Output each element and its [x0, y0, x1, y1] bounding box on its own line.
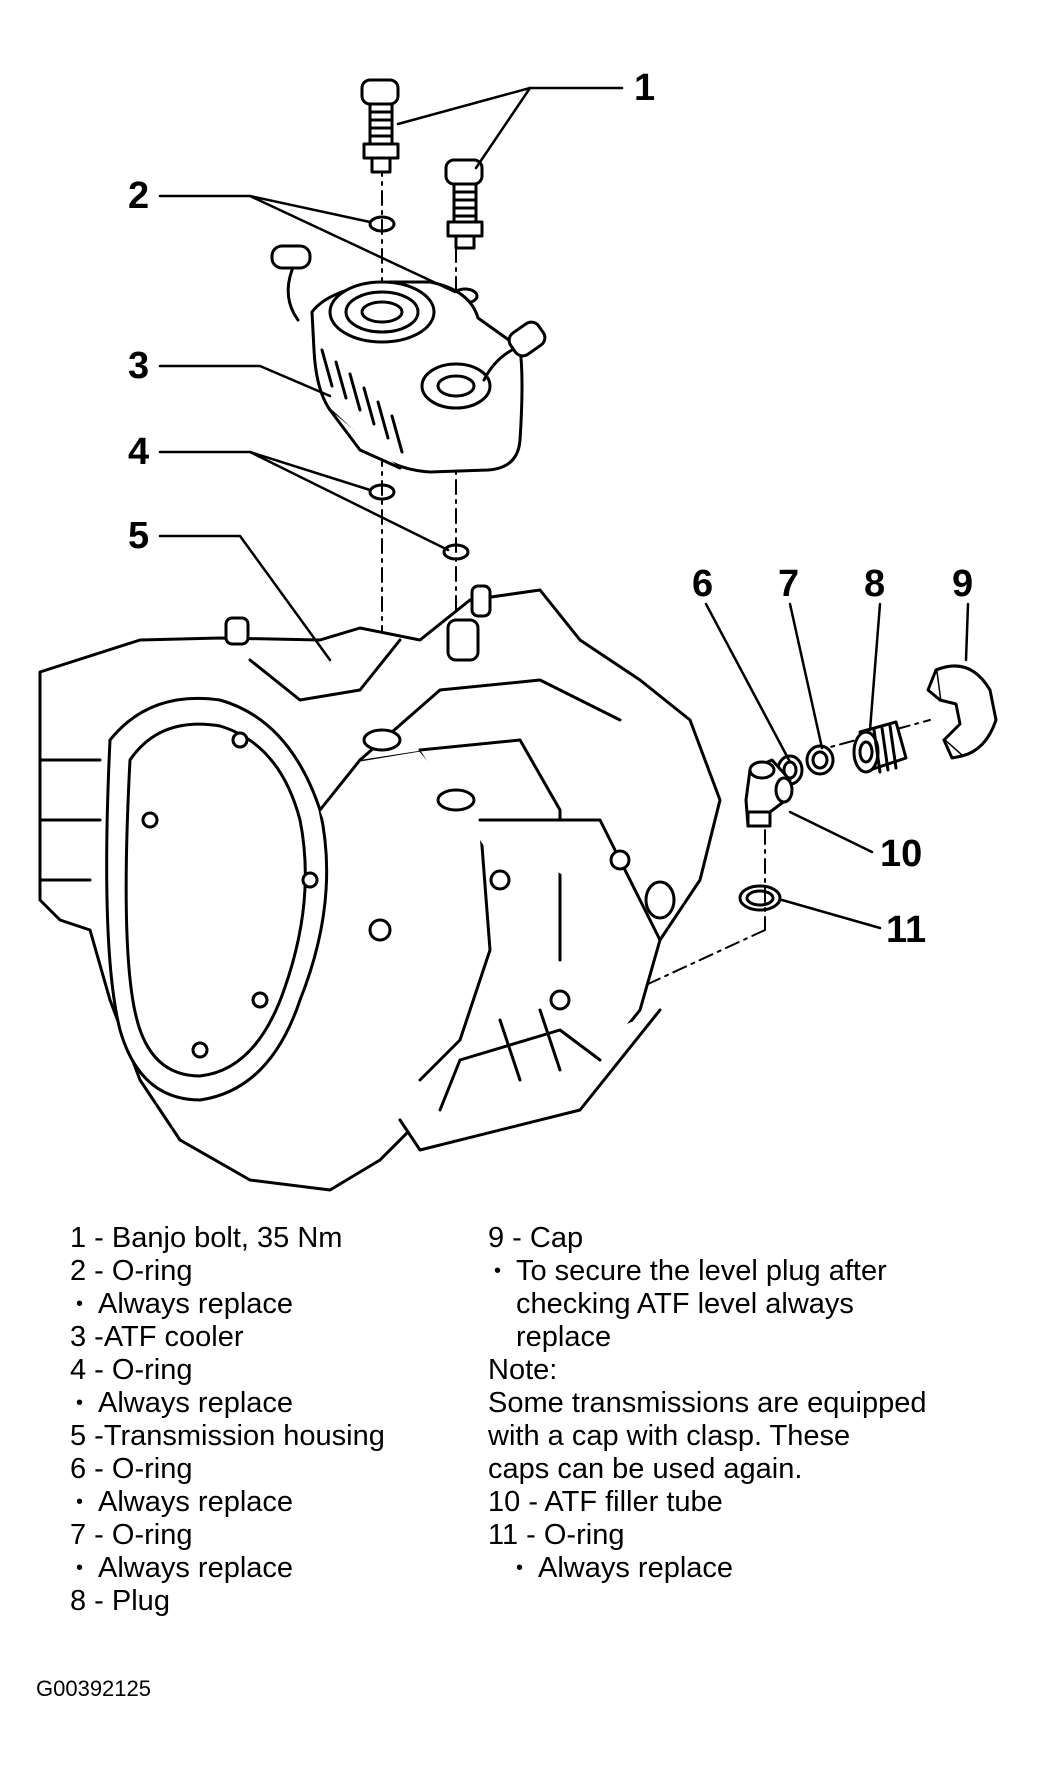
legend-text: Always replace — [98, 1552, 294, 1584]
legend-item: Always replace — [488, 1552, 926, 1585]
callout-1: 1 — [634, 67, 655, 109]
o-ring-4a — [368, 483, 396, 501]
legend-text: Note: — [488, 1354, 558, 1386]
legend-text: 5 -Transmission housing — [70, 1420, 385, 1452]
callout-9: 9 — [952, 563, 973, 605]
legend-text: 8 - Plug — [70, 1585, 170, 1617]
atf-filler-tube — [744, 758, 794, 828]
legend-text: 4 - O-ring — [70, 1354, 193, 1386]
bullet-icon — [516, 1552, 538, 1584]
figure-id: G00392125 — [36, 1676, 151, 1701]
exploded-view-diagram: 1 2 3 4 5 6 7 8 9 10 11 — [38, 67, 998, 1192]
legend-item: Note: — [488, 1354, 926, 1387]
plug-8 — [852, 720, 908, 774]
legend-text: 2 - O-ring — [70, 1255, 193, 1287]
legend-text: 6 - O-ring — [70, 1453, 193, 1485]
callout-4: 4 — [128, 431, 149, 473]
legend-item: caps can be used again. — [488, 1453, 926, 1486]
transmission-housing — [38, 584, 722, 1192]
o-ring-4b — [442, 543, 470, 561]
banjo-bolt-1 — [360, 78, 400, 174]
legend-text: with a cap with clasp. These — [488, 1420, 851, 1452]
legend-item: Always replace — [70, 1288, 385, 1321]
legend-text: replace — [516, 1321, 612, 1353]
legend-item: 7 - O-ring — [70, 1519, 385, 1552]
legend-text: Always replace — [538, 1552, 734, 1584]
legend-item: replace — [488, 1321, 926, 1354]
legend-text: 7 - O-ring — [70, 1519, 193, 1551]
callout-6: 6 — [692, 563, 713, 605]
bullet-icon — [76, 1288, 98, 1320]
legend-item: To secure the level plug after — [488, 1255, 926, 1288]
legend-item: 6 - O-ring — [70, 1453, 385, 1486]
leader-lines — [158, 86, 970, 930]
bullet-icon — [494, 1255, 516, 1287]
legend-item: Some transmissions are equipped — [488, 1387, 926, 1420]
legend-item: 10 - ATF filler tube — [488, 1486, 926, 1519]
legend-item: with a cap with clasp. These — [488, 1420, 926, 1453]
o-ring-2a — [368, 215, 396, 233]
legend-text: 1 - Banjo bolt, 35 Nm — [70, 1222, 343, 1254]
bullet-icon — [76, 1486, 98, 1518]
legend-text: 3 -ATF cooler — [70, 1321, 244, 1353]
legend-text: To secure the level plug after — [516, 1255, 887, 1287]
callout-2: 2 — [128, 175, 149, 217]
legend-item: Always replace — [70, 1387, 385, 1420]
legend-item: Always replace — [70, 1552, 385, 1585]
callout-5: 5 — [128, 515, 149, 557]
legend-text: Always replace — [98, 1387, 294, 1419]
o-ring-11 — [738, 884, 782, 912]
atf-cooler — [270, 244, 547, 474]
legend-text: Always replace — [98, 1288, 294, 1320]
legend-item: 8 - Plug — [70, 1585, 385, 1618]
legend-item: 9 - Cap — [488, 1222, 926, 1255]
callout-7: 7 — [778, 563, 799, 605]
legend-item: 3 -ATF cooler — [70, 1321, 385, 1354]
banjo-bolt-2 — [444, 158, 484, 250]
o-ring-7 — [805, 744, 835, 776]
legend-text: 11 - O-ring — [488, 1519, 625, 1551]
bullet-icon — [76, 1387, 98, 1419]
legend-item: 5 -Transmission housing — [70, 1420, 385, 1453]
callout-10: 10 — [880, 833, 922, 875]
legend-item: 2 - O-ring — [70, 1255, 385, 1288]
legend-text: Always replace — [98, 1486, 294, 1518]
parts-legend-left: 1 - Banjo bolt, 35 Nm2 - O-ringAlways re… — [70, 1222, 385, 1618]
legend-text: Some transmissions are equipped — [488, 1387, 927, 1419]
legend-item: 1 - Banjo bolt, 35 Nm — [70, 1222, 385, 1255]
legend-item: 11 - O-ring — [488, 1519, 926, 1552]
callout-11: 11 — [886, 909, 926, 951]
bullet-icon — [76, 1552, 98, 1584]
callout-8: 8 — [864, 563, 885, 605]
legend-text: 10 - ATF filler tube — [488, 1486, 723, 1518]
callout-labels: 1 2 3 4 5 6 7 8 9 10 11 — [128, 67, 973, 951]
parts-legend-right: 9 - CapTo secure the level plug afterche… — [488, 1222, 926, 1585]
legend-text: caps can be used again. — [488, 1453, 803, 1485]
legend-item: checking ATF level always — [488, 1288, 926, 1321]
callout-3: 3 — [128, 345, 149, 387]
legend-text: 9 - Cap — [488, 1222, 584, 1254]
legend-item: Always replace — [70, 1486, 385, 1519]
cap-9 — [926, 664, 998, 760]
legend-item: 4 - O-ring — [70, 1354, 385, 1387]
legend-text: checking ATF level always — [516, 1288, 854, 1320]
